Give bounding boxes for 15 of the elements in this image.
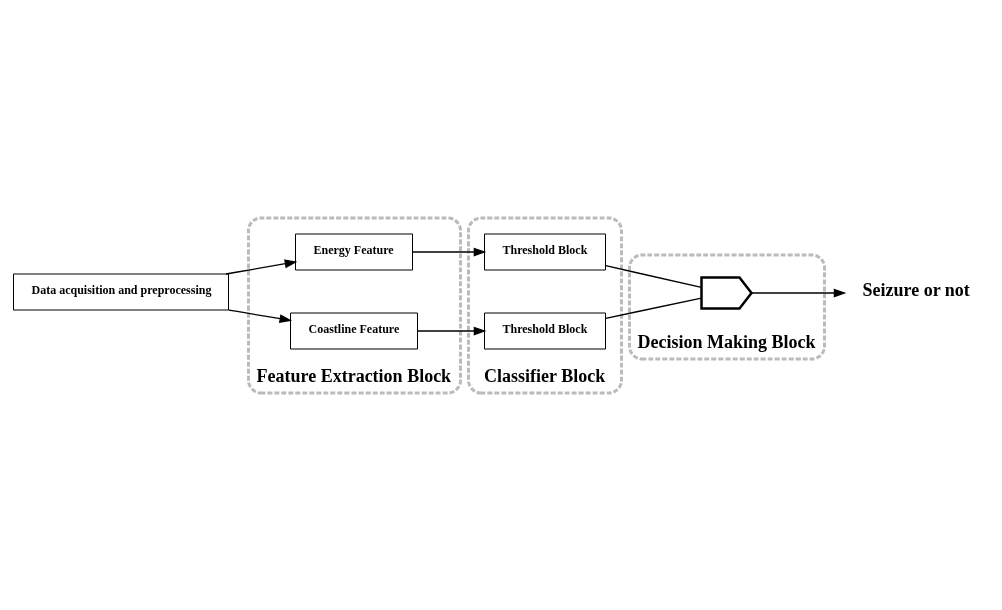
- node-text: Seizure or not: [862, 279, 970, 300]
- node-box: Threshold Block: [484, 312, 606, 349]
- arrow: [228, 308, 293, 323]
- arrow: [417, 326, 487, 335]
- connector: [605, 296, 703, 319]
- arrow: [412, 247, 487, 256]
- node-box: Coastline Feature: [290, 312, 418, 349]
- connector: [605, 264, 703, 288]
- node-box: Data acquisition and preprocessing: [13, 273, 229, 310]
- arrow: [751, 288, 847, 297]
- node-box: Energy Feature: [295, 233, 413, 270]
- arrow: [225, 258, 298, 275]
- cluster: Decision Making Block: [628, 253, 826, 360]
- node-gate: [700, 275, 754, 310]
- node-box: Threshold Block: [484, 233, 606, 270]
